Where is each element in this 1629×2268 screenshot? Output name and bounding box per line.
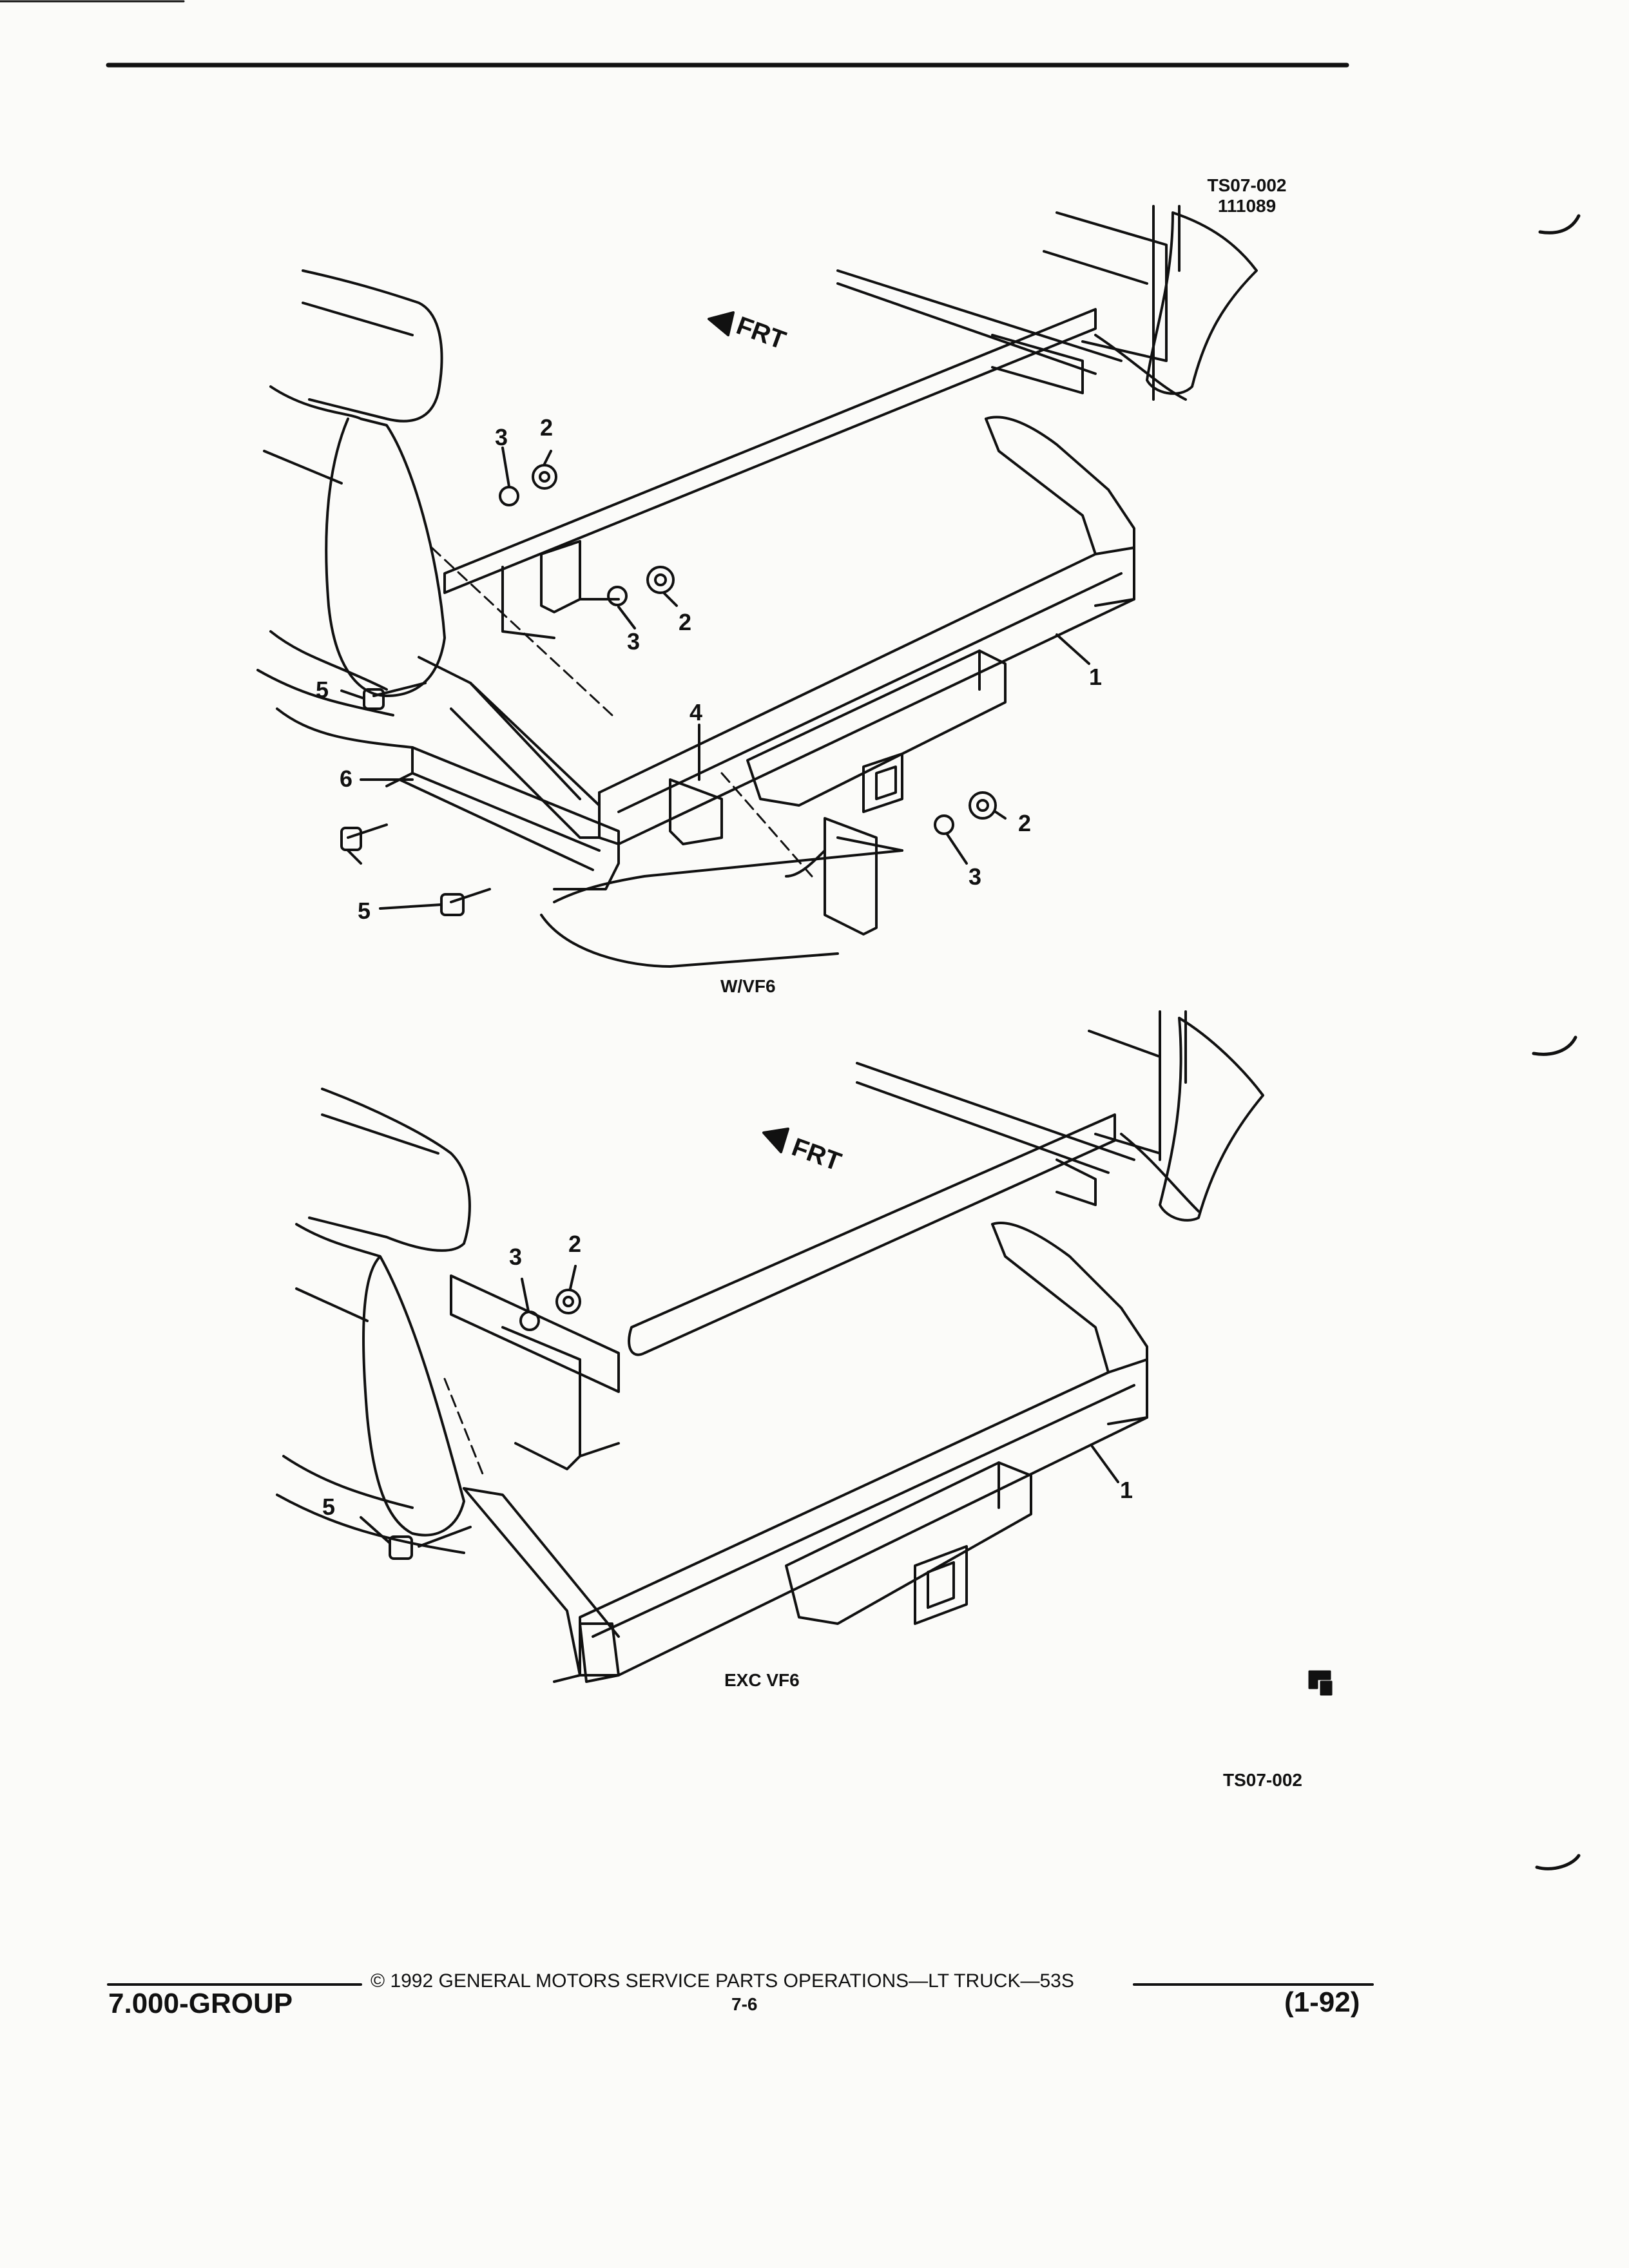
gm-logo-mark [1308,1670,1333,1696]
callout-6: 6 [340,765,353,792]
drawing-date: 111089 [1217,196,1277,216]
callout-2: 2 [568,1231,582,1257]
callout-3: 3 [627,628,641,655]
drawing-reference: TS07-002 [1223,1770,1302,1790]
top-view-caption: W/VF6 [720,976,776,996]
page-number: 7-6 [731,1994,758,2014]
callout-5: 5 [322,1494,336,1520]
edge-curl [1532,1035,1577,1056]
callout-1: 1 [1120,1477,1133,1503]
copyright-line: © 1992 GENERAL MOTORS SERVICE PARTS OPER… [371,1970,1074,1992]
drawing-code: TS07-002 [1207,175,1287,195]
callout-2: 2 [679,609,692,635]
edge-curl [1538,214,1581,235]
callout-2: 2 [540,414,554,441]
callout-4: 4 [689,699,703,726]
edge-curl [1535,1854,1581,1870]
bottom-view-caption: EXC VF6 [724,1670,800,1690]
callout-5: 5 [358,898,371,924]
section-group: 7.000-GROUP [108,1988,293,2019]
gm-logo [1308,1669,1334,1697]
callout-3: 3 [969,863,982,890]
callout-1: 1 [1089,664,1103,690]
revision-date: (1-92) [1284,1986,1360,2018]
top-view-drawing [256,205,1258,968]
callout-3: 3 [495,424,508,450]
bottom-view-drawing [276,1010,1264,1683]
callout-5: 5 [316,677,329,703]
callout-3: 3 [509,1244,523,1270]
callout-2: 2 [1018,810,1032,836]
drawing-code-header: TS07-002 111089 [1195,175,1298,216]
